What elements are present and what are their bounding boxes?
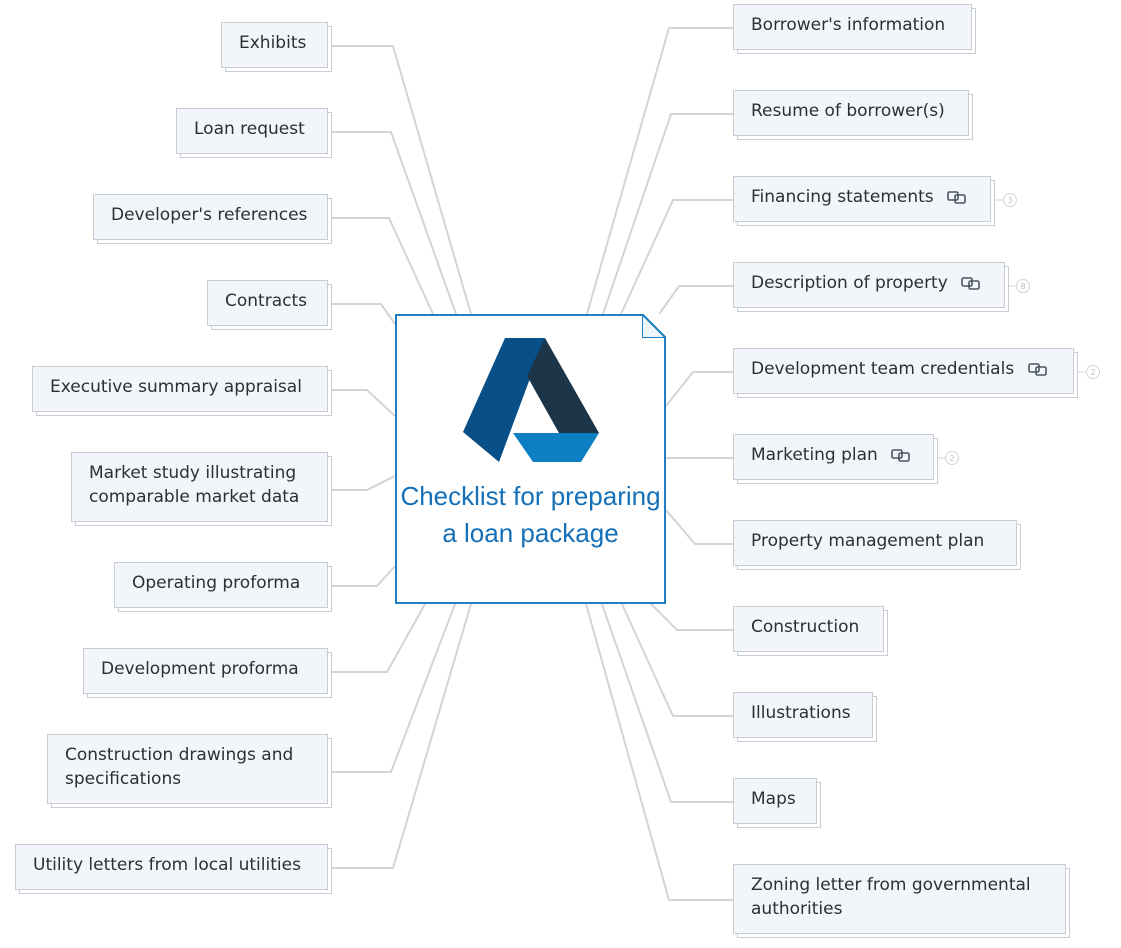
edge-left-1 [331, 45, 472, 315]
note-fold-icon [642, 314, 666, 338]
edge-right-11 [585, 603, 733, 901]
topic-label: Property management plan [751, 531, 985, 551]
edge-right-10 [601, 603, 733, 803]
edge-left-7 [331, 565, 396, 587]
topic-description-of-property[interactable]: Description of property [733, 262, 1005, 308]
topic-financing-statements[interactable]: Financing statements [733, 176, 991, 222]
topic-property-management-plan[interactable]: Property management plan [733, 520, 1017, 566]
edge-right-8 [650, 603, 733, 631]
edge-left-9 [331, 603, 456, 773]
child-count-badge[interactable]: 2 [1086, 365, 1100, 379]
central-topic-title: Checklist for preparing a loan package [400, 481, 661, 548]
topic-label: Resume of borrower(s) [751, 101, 945, 121]
topic-operating-proforma[interactable]: Operating proforma [114, 562, 328, 608]
topic-label: Operating proforma [132, 573, 301, 593]
edge-right-3 [620, 199, 733, 315]
edge-right-9 [621, 603, 733, 717]
topic-utility-letters[interactable]: Utility letters from local utilities [15, 844, 328, 890]
topic-exhibits[interactable]: Exhibits [221, 22, 328, 68]
topic-label: Contracts [225, 291, 307, 311]
topic-executive-summary-appraisal[interactable]: Executive summary appraisal [32, 366, 328, 412]
child-count-badge[interactable]: 8 [1016, 279, 1030, 293]
topic-zoning-letter[interactable]: Zoning letter from governmental authorit… [733, 864, 1066, 934]
topic-label: Executive summary appraisal [50, 377, 302, 397]
topic-label: Construction [751, 617, 860, 637]
topic-label: Construction drawings and specifications [65, 745, 294, 789]
edge-left-3 [331, 217, 434, 315]
topic-label: Developer's references [111, 205, 308, 225]
topic-construction-drawings[interactable]: Construction drawings and specifications [47, 734, 328, 804]
edge-left-4 [331, 303, 396, 325]
central-topic[interactable]: Checklist for preparing a loan package [395, 314, 666, 604]
topic-contracts[interactable]: Contracts [207, 280, 328, 326]
app-logo [463, 338, 599, 462]
topic-label: Illustrations [751, 703, 851, 723]
topic-development-team-credentials[interactable]: Development team credentials [733, 348, 1074, 394]
linked-topic-icon[interactable] [1027, 362, 1048, 376]
edge-left-5 [331, 389, 396, 417]
topic-label: Market study illustrating comparable mar… [89, 463, 300, 507]
topic-market-study[interactable]: Market study illustrating comparable mar… [71, 452, 328, 522]
topic-label: Maps [751, 789, 796, 809]
topic-developers-references[interactable]: Developer's references [93, 194, 328, 240]
edge-right-2 [602, 113, 733, 315]
linked-topic-icon[interactable] [947, 190, 967, 204]
topic-label: Zoning letter from governmental authorit… [751, 875, 1031, 919]
edge-right-5 [665, 371, 733, 407]
topic-maps[interactable]: Maps [733, 778, 817, 824]
topic-label: Marketing plan [751, 445, 878, 465]
topic-illustrations[interactable]: Illustrations [733, 692, 873, 738]
topic-development-proforma[interactable]: Development proforma [83, 648, 328, 694]
edge-left-2 [331, 131, 457, 315]
topic-borrowers-information[interactable]: Borrower's information [733, 4, 972, 50]
topic-label: Exhibits [239, 33, 307, 53]
topic-label: Borrower's information [751, 15, 946, 35]
linked-topic-icon[interactable] [961, 276, 981, 290]
edge-left-10 [331, 603, 472, 869]
edge-right-7 [665, 509, 733, 545]
topic-label: Utility letters from local utilities [33, 855, 301, 875]
topic-label: Description of property [751, 273, 948, 293]
child-count-badge[interactable]: 2 [945, 451, 959, 465]
topic-label: Loan request [194, 119, 305, 139]
topic-label: Development proforma [101, 659, 299, 679]
topic-resume-of-borrowers[interactable]: Resume of borrower(s) [733, 90, 969, 136]
edge-right-1 [586, 27, 733, 315]
edge-left-8 [331, 603, 426, 673]
topic-marketing-plan[interactable]: Marketing plan [733, 434, 934, 480]
topic-loan-request[interactable]: Loan request [176, 108, 328, 154]
topic-construction[interactable]: Construction [733, 606, 884, 652]
topic-label: Financing statements [751, 187, 934, 207]
edge-left-6 [331, 475, 396, 491]
linked-topic-icon[interactable] [891, 448, 911, 462]
topic-label: Development team credentials [751, 359, 1015, 379]
child-count-badge[interactable]: 3 [1003, 193, 1017, 207]
